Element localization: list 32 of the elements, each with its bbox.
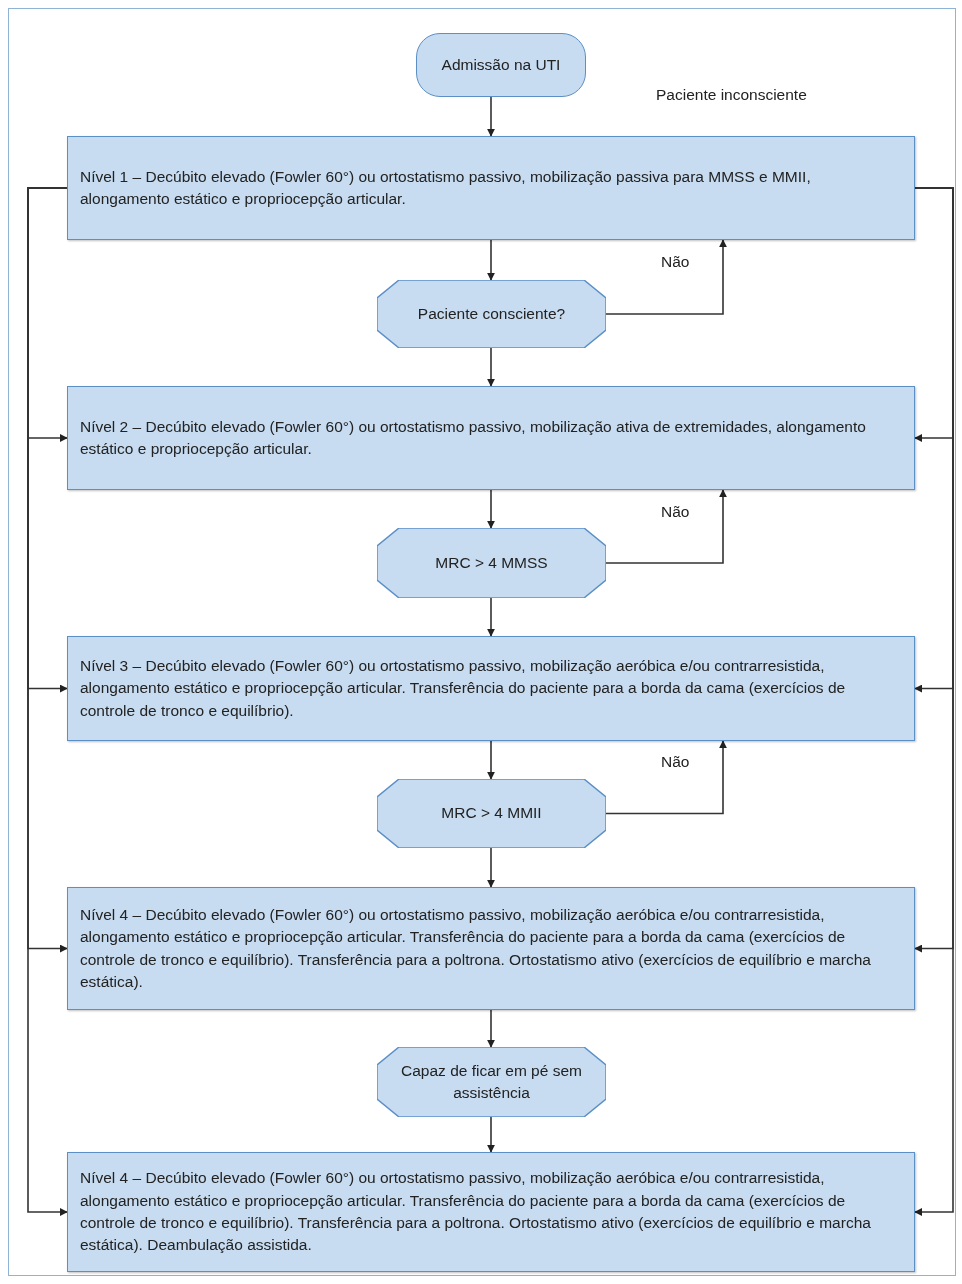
arrow: [487, 1116, 495, 1153]
decision-octagon: [377, 779, 606, 848]
decision-octagon: [377, 280, 606, 348]
arrow: [487, 96, 495, 137]
node-text: Nível 3 – Decúbito elevado (Fowler 60°) ou ortostatismo passivo, mobilização aeróbica e/ou contrarresistida, alongamento estático e propriocepção articular. Transferência do paciente para a borda da cama (exercícios de controle de tronco e equilíbrio).: [80, 655, 847, 721]
arrow: [487, 740, 495, 780]
process-box: [67, 887, 915, 1010]
node-text: Nível 2 – Decúbito elevado (Fowler 60°) ou ortostatismo passivo, mobilização ativa de extremidades, alongamento estático e propriocepção articular.: [80, 416, 867, 459]
process-box: [67, 136, 915, 240]
node-text: Admissão na UTI: [441, 54, 561, 75]
arrow: [487, 239, 495, 281]
node-text: Paciente consciente?: [417, 303, 566, 324]
node-text: MRC > 4 MMSS: [435, 552, 548, 573]
arrow: [487, 489, 495, 529]
process-box: [67, 386, 915, 490]
node-text: Nível 4 – Decúbito elevado (Fowler 60°) ou ortostatismo passivo, mobilização aeróbica e/ou contrarresistida, alongamento estático e propriocepção articular. Transferência do paciente para a borda da cama (exercícios de controle de tronco e equilíbrio). Transferência para a poltrona. Ortostatismo ativo (exercícios de equilíbrio e marcha estática).: [80, 904, 872, 992]
node-text: Nível 4 – Decúbito elevado (Fowler 60°) ou ortostatismo passivo, mobilização aeróbica e/ou contrarresistida, alongamento estático e propriocepção articular. Transferência do paciente para a borda da cama (exercícios de controle de tronco e equilíbrio). Transferência para a poltrona. Ortostatismo ativo (exercícios de equilíbrio e marcha estática). Deambulação assistida.: [80, 1168, 872, 1256]
note-text: Paciente inconsciente: [656, 86, 807, 104]
process-box: [67, 636, 915, 741]
process-box: [67, 1152, 915, 1272]
decision-octagon: [377, 528, 606, 598]
arrow: [914, 187, 954, 1216]
node-text: MRC > 4 MMII: [441, 803, 542, 824]
arrow: [487, 597, 495, 637]
arrow: [487, 1009, 495, 1048]
node-text: Nível 1 – Decúbito elevado (Fowler 60°) ou ortostatismo passivo, mobilização passiva para MMSS e MMII, alongamento estático e propriocepção articular.: [80, 166, 812, 209]
arrow: [487, 847, 495, 888]
decision-octagon: [377, 1047, 606, 1117]
arrow: [27, 187, 68, 1216]
node-text: Capaz de ficar em pé sem assistência: [401, 1060, 582, 1103]
arrow: [487, 347, 495, 387]
start-terminal: [416, 33, 586, 97]
